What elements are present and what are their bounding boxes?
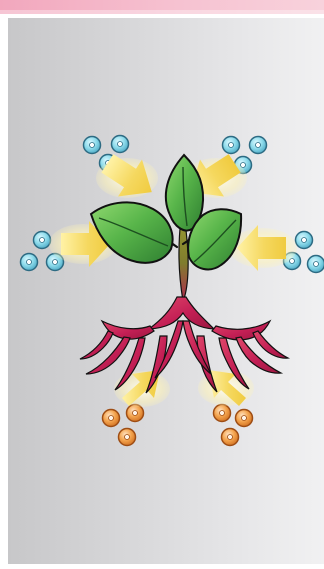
water-molecule-center [40, 238, 45, 243]
water-molecule-center [118, 142, 123, 147]
nutrient-molecule-center [220, 411, 225, 416]
root-branch [253, 331, 288, 358]
nutrient-molecule-center [125, 435, 130, 440]
water-molecule-center [256, 143, 261, 148]
nutrient-molecule-center [109, 416, 114, 421]
water-molecule-center [90, 143, 95, 148]
nutrient-molecule-center [228, 435, 233, 440]
water-molecule-center [302, 238, 307, 243]
water-molecule-center [53, 260, 58, 265]
root-branch [183, 321, 211, 374]
root-branch [80, 331, 113, 359]
nutrient-molecules-bottom-right [214, 405, 253, 446]
nutrient-molecule-center [133, 411, 138, 416]
water-molecule-center [314, 262, 319, 267]
water-molecule-center [229, 143, 234, 148]
water-molecule-center [27, 260, 32, 265]
nutrient-molecules-bottom-left [103, 405, 144, 446]
root-system [80, 297, 288, 393]
arrow-group-bottom-left [114, 370, 170, 407]
nutrient-molecule-center [242, 416, 247, 421]
